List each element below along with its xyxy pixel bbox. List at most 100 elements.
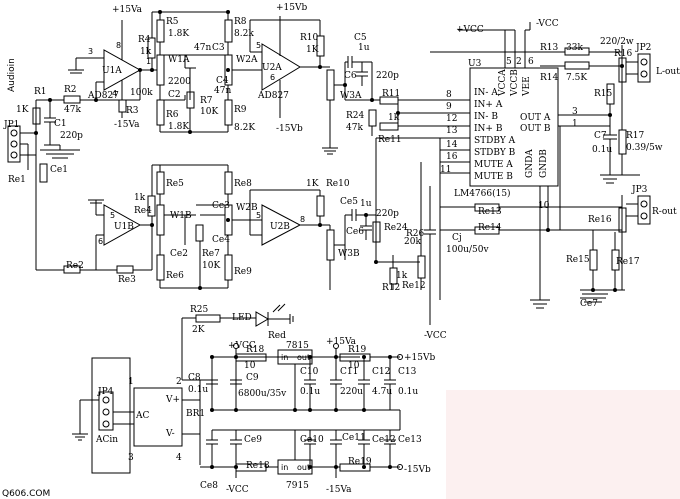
label-100k: 100k (130, 88, 153, 98)
label-in-b-neg: IN- B (474, 112, 498, 122)
label-r13-value: 33k (566, 43, 583, 53)
label-c13-value: 0.1u (398, 387, 418, 397)
label-r17-value: 0.39/5w (626, 143, 663, 153)
label-r10-value: 1K (306, 45, 319, 55)
label-c6: C6 (344, 71, 357, 81)
label-minus15vb-psu: -15Vb (404, 465, 431, 475)
label-ad827-a: AD827 (87, 91, 119, 101)
label-plus15vb-top: +15Vb (276, 3, 307, 13)
label-pin4: 4 (112, 89, 117, 98)
label-w3a: W3A (340, 91, 362, 101)
label-w1a: W1A (168, 55, 190, 65)
label-acin: ACin (95, 435, 118, 445)
label-re4-value: 1k (134, 193, 146, 203)
label-u3-pin6: 6 (528, 57, 534, 67)
label-r8: R8 (234, 17, 247, 27)
label-c5-value: 1u (358, 43, 370, 53)
label-in-a-pos: IN+ A (474, 100, 503, 110)
label-r14: R14 (540, 73, 559, 83)
label-r14-value: 7.5K (566, 73, 587, 83)
label-r24: R24 (346, 111, 365, 121)
label-ce2: Ce2 (170, 249, 188, 259)
label-c6-value: 220p (376, 71, 399, 81)
label-gndb: GNDB (539, 149, 549, 178)
junction-dots (34, 10, 624, 469)
label-ce13: Ce13 (398, 435, 422, 445)
label-c8: C8 (188, 373, 201, 383)
label-jp4: JP4 (97, 387, 114, 397)
label-u3-pin8: 8 (446, 90, 452, 100)
label-ce8: Ce8 (200, 481, 218, 491)
label-minus-vcc-top: -VCC (536, 19, 559, 29)
label-u3-pin13: 13 (446, 126, 458, 136)
watermark-q606: Q606.COM (2, 489, 50, 499)
label-u3: U3 (468, 59, 482, 69)
label-r26: R26 (406, 229, 425, 239)
label-c10: C10 (300, 367, 319, 377)
label-re18: Re18 (246, 461, 270, 471)
label-r11: R11 (382, 89, 400, 99)
label-re15: Re15 (566, 255, 590, 265)
label-r19: R19 (348, 345, 367, 355)
label-c13: C13 (398, 367, 417, 377)
label-r9-value: 8.2K (234, 123, 255, 133)
label-r19-value: 10 (348, 361, 360, 371)
label-r6-value: 1.8K (168, 122, 189, 132)
label-r25-value: 2K (192, 325, 205, 335)
label-minus15vb: -15Vb (276, 124, 303, 134)
label-re24: Re24 (384, 223, 408, 233)
label-c8-value: 0.1u (188, 385, 208, 395)
label-w3b: W3B (338, 249, 360, 259)
label-r18: R18 (246, 345, 265, 355)
label-7815-in: in (281, 353, 288, 362)
label-r24-value: 47k (346, 123, 363, 133)
label-r4: R4 (138, 35, 151, 45)
label-c2-value: 2200 (168, 77, 191, 87)
label-lm4766: LM4766(15) (454, 188, 511, 199)
label-out-b: OUT B (520, 124, 551, 134)
label-c1-value: 220p (60, 131, 83, 141)
label-audioin: Audioin (7, 58, 17, 92)
label-r17: R17 (626, 131, 645, 141)
label-w2a: W2A (236, 55, 258, 65)
label-r2: R2 (64, 85, 77, 95)
label-ce10: Ce10 (300, 435, 324, 445)
label-pin5-u2a: 5 (256, 41, 261, 50)
label-c11: C11 (340, 367, 358, 377)
pink-overlay-block (446, 390, 680, 499)
label-c4-value: 47n (214, 86, 231, 96)
labels: Audioin JP1 Re1 R1 1K R2 47k C1 220p Ce1… (2, 3, 680, 499)
label-ce6: Ce6 (346, 227, 364, 237)
label-vminus: V- (165, 429, 175, 439)
label-c3: C3 (212, 43, 225, 53)
label-r1-value: 1K (16, 105, 29, 115)
label-re11: Re11 (378, 135, 402, 145)
label-br-pin1: 1 (128, 377, 134, 387)
label-u3-pin5: 5 (506, 57, 512, 67)
label-r15: R15 (594, 89, 613, 99)
label-r16-value: 220/2w (600, 37, 634, 47)
label-re7: Re7 (202, 249, 220, 259)
label-u3-pin16: 16 (446, 152, 458, 162)
label-ce6-value: 220p (376, 209, 399, 219)
label-7915-in: in (281, 463, 288, 472)
label-7815-out: out (297, 353, 310, 362)
label-plus15vb-psu: +15Vb (404, 353, 435, 363)
label-re12: Re12 (402, 281, 426, 291)
label-re9: Re9 (234, 267, 252, 277)
label-in-a-neg: IN- A (474, 88, 498, 98)
label-mute-b: MUTE B (474, 172, 513, 182)
label-br-pin2: 2 (176, 377, 182, 387)
label-u3-pin14: 14 (446, 140, 458, 150)
label-c5: C5 (354, 33, 367, 43)
label-led: LED (232, 313, 252, 323)
label-u2b-pin5: 5 (256, 211, 261, 220)
label-7815: 7815 (286, 341, 309, 351)
label-re1: Re1 (8, 175, 26, 185)
label-re7-value: 10K (202, 261, 220, 271)
label-u2b-pin7: 8 (300, 215, 305, 224)
label-r25: R25 (190, 305, 209, 315)
label-pin1: 1 (146, 57, 151, 66)
label-u3-pin11: 11 (440, 165, 451, 175)
label-re10: Re10 (326, 179, 350, 189)
